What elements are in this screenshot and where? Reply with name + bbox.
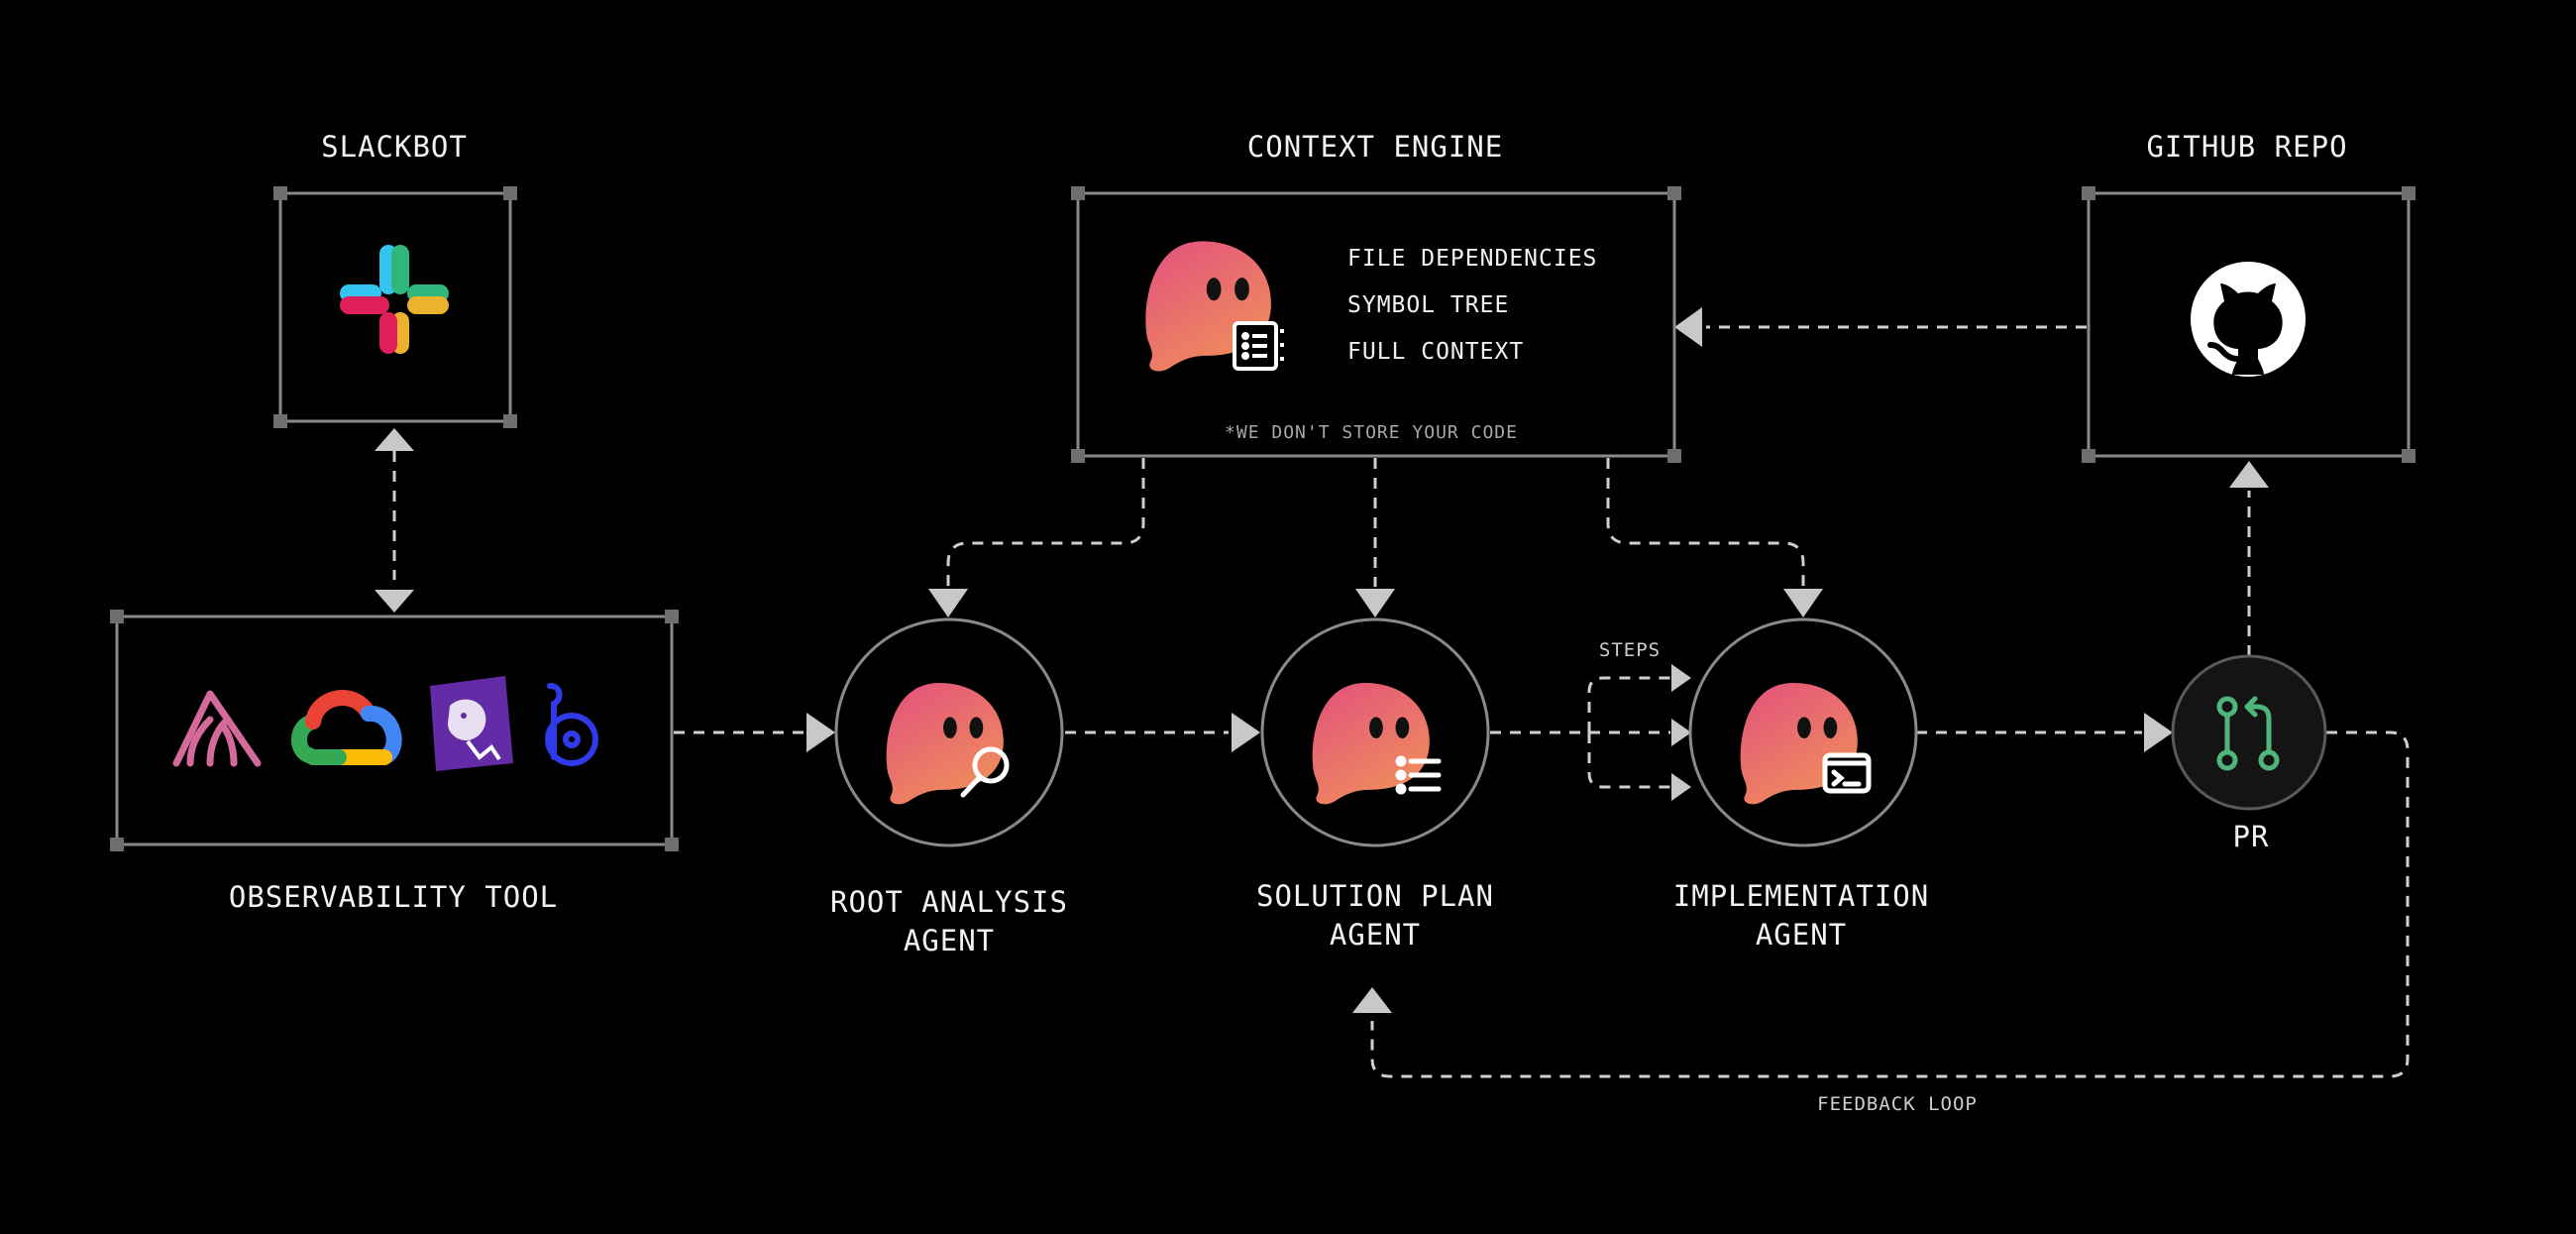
solution-plan-agent-label-line1: SOLUTION PLAN [1256, 879, 1494, 913]
implementation-agent-node: IMPLEMENTATION AGENT [1673, 617, 1929, 952]
datadog-icon [430, 676, 513, 771]
arrow-to-solution-plan [1232, 713, 1260, 752]
google-cloud-icon [291, 690, 402, 765]
sentry-icon [172, 690, 262, 767]
steps-bottom-branch [1587, 732, 1670, 789]
solution-plan-agent-node: SOLUTION PLAN AGENT [1256, 617, 1494, 952]
root-analysis-agent-label-line2: AGENT [904, 924, 995, 957]
context-feature-symbol-tree: SYMBOL TREE [1347, 292, 1509, 318]
pr-node: PR [2171, 654, 2327, 853]
root-analysis-agent-node: ROOT ANALYSIS AGENT [830, 617, 1068, 957]
slackbot-box-corners [273, 186, 517, 428]
slackbot-label: SLACKBOT [321, 130, 468, 164]
steps-top-branch [1587, 676, 1670, 732]
arrow-to-root-analysis [806, 713, 835, 752]
context-engine-box-corners [1071, 186, 1681, 463]
observability-tool-node: OBSERVABILITY TOOL [110, 610, 679, 914]
github-repo-box-corners [2082, 186, 2415, 463]
arrow-down-to-implementation [1783, 589, 1823, 617]
arrow-down-to-root-analysis [928, 589, 968, 617]
feedback-loop-label: FEEDBACK LOOP [1817, 1093, 1978, 1115]
pr-circle [2171, 654, 2327, 811]
github-repo-node: GITHUB REPO [2082, 130, 2415, 463]
terminal-icon [1822, 752, 1872, 794]
root-analysis-agent-label-line1: ROOT ANALYSIS [830, 885, 1068, 919]
steps-arrow-top [1671, 664, 1691, 692]
steps-label: STEPS [1599, 639, 1661, 661]
pr-label: PR [2233, 820, 2270, 853]
arrow-up-to-slackbot [375, 428, 414, 451]
slackbot-node: SLACKBOT [273, 130, 517, 428]
implementation-agent-label-line1: IMPLEMENTATION [1673, 879, 1929, 913]
connectors [375, 307, 2410, 1078]
arrow-to-pr [2144, 713, 2173, 752]
arrow-up-to-solution-plan [1352, 987, 1392, 1013]
arrow-down-to-solution-plan [1355, 589, 1395, 617]
context-engine-label: CONTEXT ENGINE [1247, 130, 1503, 164]
pull-request-icon [2216, 696, 2280, 771]
context-feature-full-context: FULL CONTEXT [1347, 339, 1524, 365]
context-engine-node: CONTEXT ENGINE FILE DEPENDENCIES SYMBOL … [1071, 130, 1681, 463]
context-engine-note: *WE DON'T STORE YOUR CODE [1225, 422, 1518, 443]
steps-arrow-middle [1671, 719, 1691, 746]
observability-tool-box-corners [110, 610, 679, 851]
arrow-to-context-engine [1674, 307, 1702, 347]
document-list-icon [1233, 321, 1284, 371]
list-icon [1395, 755, 1442, 795]
implementation-agent-label-line2: AGENT [1756, 918, 1847, 952]
context-engine-box [1076, 191, 1676, 458]
betterstack-icon [545, 683, 598, 766]
context-root-connector [946, 458, 1145, 587]
magnifier-icon [960, 746, 1010, 798]
github-repo-box [2087, 191, 2411, 458]
context-implementation-connector [1606, 458, 1805, 587]
arrow-up-to-github [2229, 461, 2269, 488]
github-repo-label: GITHUB REPO [2146, 130, 2347, 164]
steps-arrow-bottom [1671, 773, 1691, 801]
context-feature-file-dependencies: FILE DEPENDENCIES [1347, 246, 1597, 272]
solution-plan-agent-label-line2: AGENT [1330, 918, 1421, 952]
arrow-down-to-observability [375, 590, 414, 613]
observability-tool-label: OBSERVABILITY TOOL [229, 880, 558, 914]
observability-tool-box [115, 615, 674, 846]
slackbot-box [278, 191, 512, 423]
github-icon [2191, 262, 2306, 377]
slack-icon [340, 245, 449, 354]
